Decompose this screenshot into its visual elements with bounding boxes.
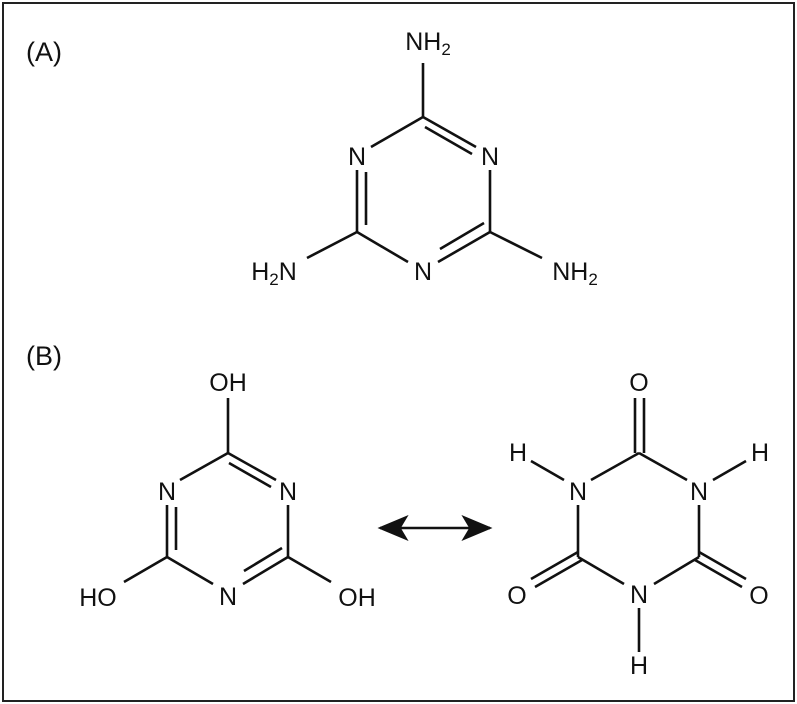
o-left-label: O — [507, 582, 526, 610]
ring-n-upper-right: N — [690, 478, 708, 506]
oh-top-label: OH — [209, 369, 247, 397]
ring-n-upper-left: N — [569, 478, 587, 506]
oh-right-label: OH — [338, 584, 376, 612]
nh2-right-label: NH2 — [552, 258, 598, 289]
ho-left-label: HO — [79, 584, 117, 612]
ring-n-bottom: N — [414, 258, 432, 286]
ring-n-upper-right: N — [279, 478, 297, 506]
h2n-left-label: H2N — [251, 258, 297, 289]
melamine-structure: NH2 N N N H2N NH2 — [251, 28, 598, 289]
ring-n-upper-left: N — [348, 143, 366, 171]
h-bottom-label: H — [630, 652, 648, 680]
h-upper-left-label: H — [509, 439, 527, 467]
o-right-label: O — [749, 582, 768, 610]
ring-n-upper-left: N — [158, 478, 176, 506]
h-upper-right-label: H — [751, 439, 769, 467]
ring-n-bottom: N — [219, 583, 237, 611]
ring-n-bottom: N — [630, 581, 648, 609]
nh2-top-label: NH2 — [405, 28, 451, 59]
panel-label-a: (A) — [26, 37, 62, 67]
o-top-label: O — [629, 369, 648, 397]
cyanuric-acid-enol-structure: OH N N N HO OH — [79, 369, 376, 612]
isocyanuric-acid-keto-structure: O H H N N N O O H — [507, 369, 769, 680]
ring-n-upper-right: N — [481, 143, 499, 171]
panel-label-b: (B) — [26, 341, 62, 371]
